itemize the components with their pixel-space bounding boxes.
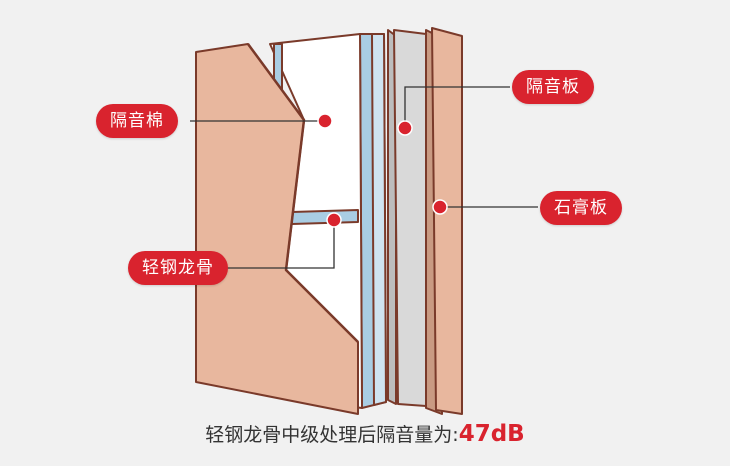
steel-stud-horizontal — [291, 209, 359, 225]
steel-channel-inner — [371, 33, 387, 406]
leader-line-light-steel-keel — [222, 221, 335, 269]
marker-dot-light-steel-keel — [326, 212, 342, 228]
marker-dot-gypsum-board — [432, 199, 448, 215]
sound-insulation-caption: 轻钢龙骨中级处理后隔音量为:47dB — [0, 420, 730, 447]
leader-line-soundproof-board — [404, 86, 510, 127]
marker-dot-acoustic-cotton — [317, 113, 333, 129]
label-acoustic-cotton: 隔音棉 — [96, 104, 178, 138]
label-soundproof-board: 隔音板 — [512, 70, 594, 104]
caption-value: 47dB — [458, 421, 525, 447]
gypsum-cut-edge — [246, 43, 359, 343]
marker-dot-soundproof-board — [397, 120, 413, 136]
label-gypsum-board: 石膏板 — [540, 191, 622, 225]
label-light-steel-keel: 轻钢龙骨 — [128, 251, 228, 285]
gypsum-board-back — [431, 27, 463, 415]
caption-text: 轻钢龙骨中级处理后隔音量为: — [205, 424, 459, 446]
